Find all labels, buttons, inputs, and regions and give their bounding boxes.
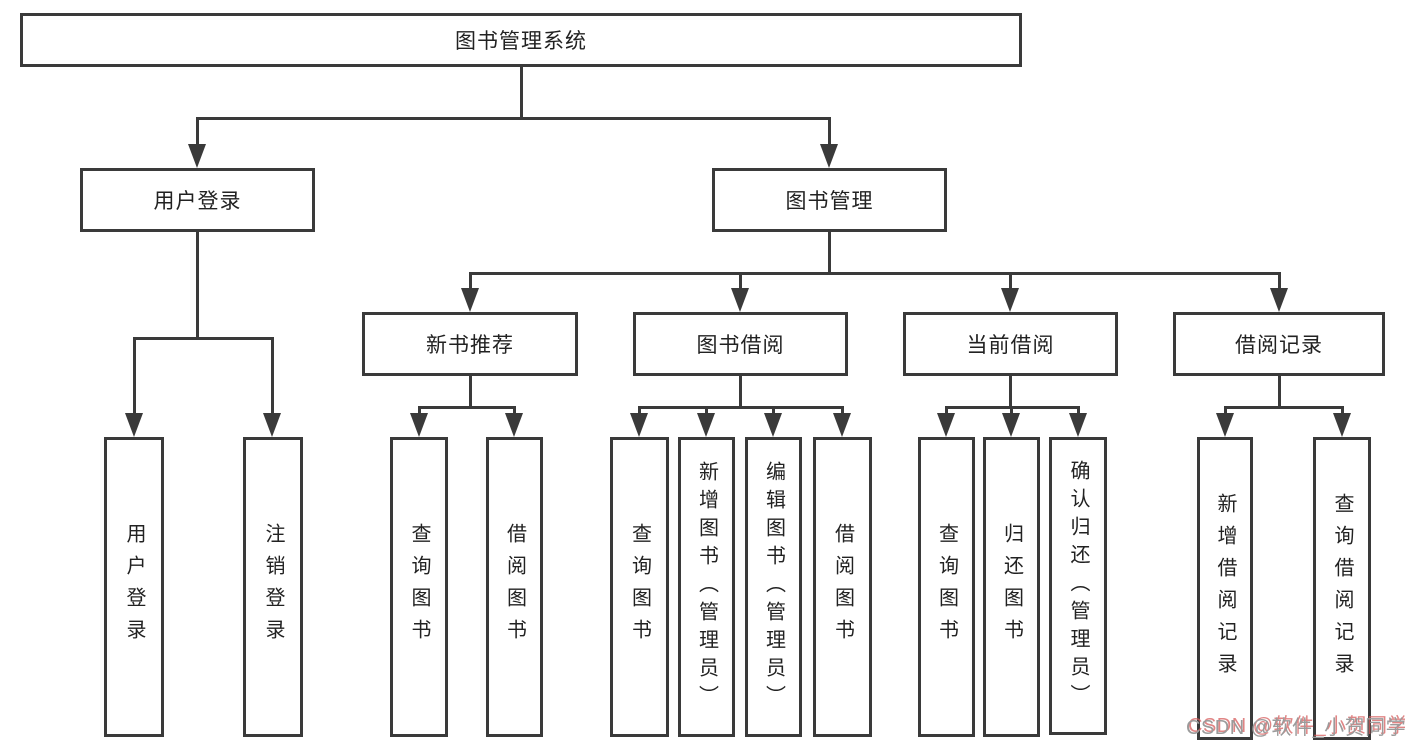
node-borrow-records: 借阅记录 [1173, 312, 1385, 376]
connector-bus [1223, 406, 1344, 409]
leaf-add-books-admin-label: 新增图书（管理员） [695, 461, 718, 713]
leaf-query-books-borrow: 查询图书 [610, 437, 669, 737]
connector-drop [704, 406, 708, 414]
connector-stem [1277, 376, 1281, 409]
arrow-down-icon [1216, 413, 1234, 437]
leaf-query-books-current-label: 查询图书 [935, 523, 958, 651]
arrow-down-icon [1069, 413, 1087, 437]
leaf-query-borrow-record: 查询借阅记录 [1313, 437, 1371, 740]
connector-stem [468, 376, 472, 409]
arrow-down-icon [188, 144, 206, 168]
arrow-down-icon [461, 288, 479, 312]
leaf-borrow-books-label: 借阅图书 [831, 523, 854, 651]
leaf-logout-label: 注销登录 [262, 523, 284, 651]
leaf-query-borrow-record-label: 查询借阅记录 [1331, 492, 1353, 685]
node-book-management-label: 图书管理 [785, 190, 874, 213]
node-book-management: 图书管理 [712, 168, 947, 232]
arrow-down-icon [1270, 288, 1288, 312]
leaf-edit-books-admin-label: 编辑图书（管理员） [762, 461, 785, 713]
arrow-down-icon [820, 144, 838, 168]
arrow-down-icon [505, 413, 523, 437]
connector-bus [195, 117, 831, 120]
leaf-confirm-return-admin: 确认归还（管理员） [1049, 437, 1107, 735]
arrow-down-icon [630, 413, 648, 437]
connector-stem [195, 232, 199, 340]
connector-stem [1008, 376, 1012, 409]
arrow-down-icon [764, 413, 782, 437]
leaf-return-books-label: 归还图书 [1000, 523, 1023, 651]
connector-drop [1277, 272, 1281, 289]
arrow-down-icon [1002, 413, 1020, 437]
connector-drop [1009, 406, 1013, 414]
leaf-add-books-admin: 新增图书（管理员） [678, 437, 735, 737]
arrow-down-icon [125, 413, 143, 437]
arrow-down-icon [731, 288, 749, 312]
connector-bus [417, 406, 516, 409]
connector-drop [512, 406, 516, 414]
leaf-query-books-borrow-label: 查询图书 [628, 523, 651, 651]
leaf-logout: 注销登录 [243, 437, 303, 737]
connector-drop [944, 406, 948, 414]
leaf-add-borrow-record-label: 新增借阅记录 [1214, 492, 1236, 685]
node-new-book-recommend: 新书推荐 [362, 312, 578, 376]
connector-drop [771, 406, 775, 414]
arrow-down-icon [263, 413, 281, 437]
leaf-query-books-recommend: 查询图书 [390, 437, 448, 737]
connector-drop [195, 117, 199, 145]
connector-drop [417, 406, 421, 414]
leaf-confirm-return-admin-label: 确认归还（管理员） [1067, 460, 1089, 712]
node-current-borrow-label: 当前借阅 [966, 334, 1055, 357]
node-borrow-records-label: 借阅记录 [1235, 334, 1323, 357]
node-system-root-label: 图书管理系统 [455, 30, 587, 53]
connector-bus [132, 337, 274, 340]
node-current-borrow: 当前借阅 [903, 312, 1118, 376]
arrow-down-icon [833, 413, 851, 437]
arrow-down-icon [410, 413, 428, 437]
connector-drop [840, 406, 844, 414]
node-user-login-group-label: 用户登录 [153, 190, 242, 213]
connector-stem [519, 67, 523, 120]
leaf-borrow-books-recommend: 借阅图书 [486, 437, 543, 737]
node-book-borrow: 图书借阅 [633, 312, 848, 376]
connector-drop [637, 406, 641, 414]
connector-bus [637, 406, 844, 409]
connector-drop [1340, 406, 1344, 414]
leaf-borrow-books: 借阅图书 [813, 437, 872, 737]
leaf-borrow-books-recommend-label: 借阅图书 [503, 523, 526, 651]
connector-drop [1008, 272, 1012, 289]
connector-drop [1223, 406, 1227, 414]
arrow-down-icon [937, 413, 955, 437]
leaf-user-login-label: 用户登录 [123, 523, 145, 651]
arrow-down-icon [1001, 288, 1019, 312]
arrow-down-icon [697, 413, 715, 437]
connector-drop [468, 272, 472, 289]
connector-bus [468, 272, 1281, 275]
connector-drop [270, 337, 274, 414]
connector-drop [827, 117, 831, 145]
node-system-root: 图书管理系统 [20, 13, 1022, 67]
arrow-down-icon [1333, 413, 1351, 437]
leaf-user-login: 用户登录 [104, 437, 164, 737]
connector-stem [827, 232, 831, 275]
leaf-return-books: 归还图书 [983, 437, 1040, 737]
node-new-book-recommend-label: 新书推荐 [426, 334, 514, 357]
leaf-query-books-recommend-label: 查询图书 [408, 523, 430, 651]
leaf-query-books-current: 查询图书 [918, 437, 975, 737]
csdn-watermark: CSDN @软件_小贺同学 [1186, 717, 1405, 739]
leaf-edit-books-admin: 编辑图书（管理员） [745, 437, 802, 737]
connector-stem [738, 376, 742, 409]
node-book-borrow-label: 图书借阅 [696, 334, 785, 357]
connector-drop [738, 272, 742, 289]
leaf-add-borrow-record: 新增借阅记录 [1197, 437, 1253, 740]
connector-drop [1076, 406, 1080, 414]
connector-drop [132, 337, 136, 414]
node-user-login-group: 用户登录 [80, 168, 315, 232]
